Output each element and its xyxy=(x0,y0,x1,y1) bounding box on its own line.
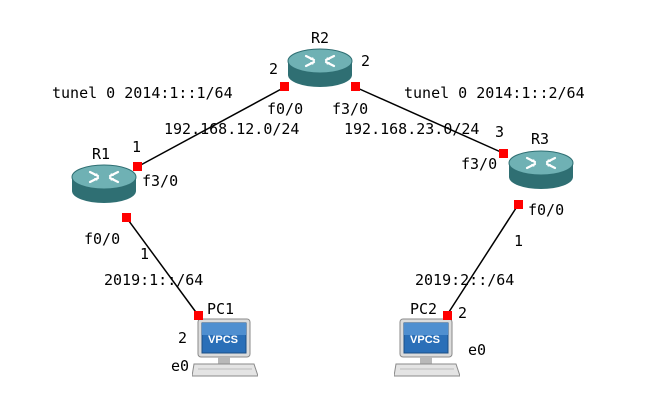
link-r2-r3[interactable] xyxy=(354,86,504,154)
r1-f0-0-host-label: 1 xyxy=(140,245,149,263)
r1-name-label: R1 xyxy=(92,145,110,163)
r3-f3-0-port-label: f3/0 xyxy=(461,155,497,173)
router-r2-icon[interactable] xyxy=(286,47,354,89)
subnet-r1-pc1-label: 2019:1::/64 xyxy=(104,271,203,289)
subnet-r1-r2-label: 192.168.12.0/24 xyxy=(164,120,299,138)
pc2-e0-port-label: e0 xyxy=(468,341,486,359)
link-r3-pc2[interactable] xyxy=(446,204,519,316)
link-r1-pc1[interactable] xyxy=(125,216,199,316)
vpcs-pc1-icon[interactable] xyxy=(192,318,258,377)
r2-name-label: R2 xyxy=(311,29,329,47)
r3-f0-0-port-label: f0/0 xyxy=(528,201,564,219)
port-pc2-e0[interactable] xyxy=(443,311,452,320)
r2-f0-0-port-label: f0/0 xyxy=(267,100,303,118)
r3-f0-0-host-label: 1 xyxy=(514,232,523,250)
router-r3-icon[interactable] xyxy=(507,149,575,191)
port-pc1-e0[interactable] xyxy=(194,311,203,320)
pc1-e0-host-label: 2 xyxy=(178,329,187,347)
subnet-r3-pc2-label: 2019:2::/64 xyxy=(415,271,514,289)
tunnel-left-label: tunel 0 2014:1::1/64 xyxy=(52,84,233,102)
r3-f3-0-host-label: 3 xyxy=(495,123,504,141)
router-r1-icon[interactable] xyxy=(70,163,138,205)
pc1-node[interactable]: VPCS xyxy=(192,318,258,377)
link-r1-r2[interactable] xyxy=(136,86,286,168)
port-r1-f0-0[interactable] xyxy=(122,213,131,222)
pc2-vpcs-badge: VPCS xyxy=(410,334,440,346)
r1-f3-0-port-label: f3/0 xyxy=(142,172,178,190)
pc1-e0-port-label: e0 xyxy=(171,357,189,375)
pc1-name-label: PC1 xyxy=(207,300,234,318)
r2-f3-0-host-label: 2 xyxy=(361,52,370,70)
port-r1-f3-0[interactable] xyxy=(133,162,142,171)
pc2-name-label: PC2 xyxy=(410,300,437,318)
vpcs-pc2-icon[interactable] xyxy=(394,318,460,377)
port-r3-f3-0[interactable] xyxy=(499,149,508,158)
pc1-vpcs-badge: VPCS xyxy=(208,334,238,346)
port-r2-f0-0[interactable] xyxy=(280,82,289,91)
r1-f3-0-host-label: 1 xyxy=(132,138,141,156)
port-r2-f3-0[interactable] xyxy=(351,82,360,91)
pc2-e0-host-label: 2 xyxy=(458,304,467,322)
tunnel-right-label: tunel 0 2014:1::2/64 xyxy=(404,84,585,102)
subnet-r2-r3-label: 192.168.23.0/24 xyxy=(344,120,479,138)
r2-f0-0-host-label: 2 xyxy=(269,60,278,78)
r3-name-label: R3 xyxy=(531,130,549,148)
port-r3-f0-0[interactable] xyxy=(514,200,523,209)
pc2-node[interactable]: VPCS xyxy=(394,318,460,377)
r2-f3-0-port-label: f3/0 xyxy=(332,100,368,118)
r1-f0-0-port-label: f0/0 xyxy=(84,230,120,248)
